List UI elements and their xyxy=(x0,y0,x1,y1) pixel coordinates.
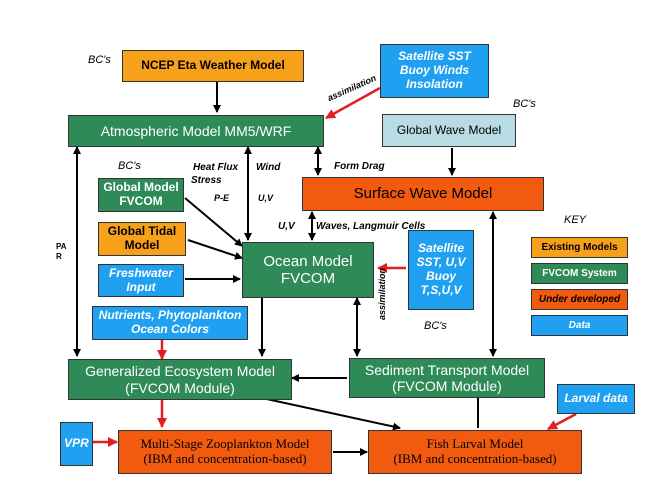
atmospheric-label: Atmospheric Model MM5/WRF xyxy=(100,122,292,139)
fish-line2: (IBM and concentration-based) xyxy=(393,451,557,466)
satellite-top-box: Satellite SST Buoy Winds Insolation xyxy=(380,44,489,98)
satellite-mid-line2: SST, U,V xyxy=(416,255,466,270)
generalized-ecosystem-model-box: Generalized Ecosystem Model (FVCOM Modul… xyxy=(68,359,292,400)
sediment-line2: (FVCOM Module) xyxy=(392,378,502,394)
ocean-line2: FVCOM xyxy=(280,270,336,287)
ocean-model-fvcom-box: Ocean Model FVCOM xyxy=(242,242,374,298)
key-existing-label: Existing Models xyxy=(541,241,618,253)
key-under-label: Under developed xyxy=(538,293,621,305)
satellite-mid-line4: T,S,U,V xyxy=(420,282,462,297)
global-model-fvcom-box: Global Model FVCOM xyxy=(98,178,184,212)
larval-data-box: Larval data xyxy=(557,384,635,414)
global-tidal-model-box: Global Tidal Model xyxy=(98,222,186,256)
key-under-developed: Under developed xyxy=(531,289,628,310)
bcs-label-satellite: BC's xyxy=(424,320,447,332)
freshwater-input-box: Freshwater Input xyxy=(98,264,184,297)
form-drag-label: Form Drag xyxy=(334,161,385,172)
arrow-assimilation-atmos xyxy=(325,86,381,120)
uv-label-wind: U,V xyxy=(258,193,274,203)
global-model-line2: FVCOM xyxy=(119,194,163,208)
satellite-mid-box: Satellite SST, U,V Buoy T,S,U,V xyxy=(408,230,474,310)
freshwater-line2: Input xyxy=(126,279,156,294)
key-fvcom-system: FVCOM System xyxy=(531,263,628,284)
sediment-transport-model-box: Sediment Transport Model (FVCOM Module) xyxy=(349,358,545,398)
surface-wave-label: Surface Wave Model xyxy=(353,185,493,203)
stress-label: Stress xyxy=(191,175,222,186)
waves-label: Waves, Langmuir Cells xyxy=(316,221,426,232)
zooplankton-line2: (IBM and concentration-based) xyxy=(143,451,307,466)
global-tidal-line1: Global Tidal xyxy=(107,224,177,239)
key-data-label: Data xyxy=(568,319,591,331)
arrow-eco-fish xyxy=(261,397,401,431)
sediment-line1: Sediment Transport Model xyxy=(364,361,530,378)
arrow-larval-fish xyxy=(547,412,577,431)
heat-flux-label: Heat Flux xyxy=(193,162,239,173)
global-tidal-line2: Model xyxy=(124,238,160,252)
ecosystem-line2: (FVCOM Module) xyxy=(125,379,235,396)
ncep-weather-model-box: NCEP Eta Weather Model xyxy=(122,50,304,82)
bcs-label-wave: BC's xyxy=(513,98,536,110)
atmospheric-model-box: Atmospheric Model MM5/WRF xyxy=(68,115,324,147)
satellite-mid-line1: Satellite xyxy=(417,241,465,256)
key-title: KEY xyxy=(564,214,587,226)
bcs-label-top: BC's xyxy=(88,54,111,66)
arrow-tidal-ocean xyxy=(187,239,243,260)
pe-label: P-E xyxy=(214,193,230,203)
vpr-label: VPR xyxy=(64,436,89,451)
key-existing-models: Existing Models xyxy=(531,237,628,258)
larval-data-label: Larval data xyxy=(564,391,628,406)
freshwater-line1: Freshwater xyxy=(108,265,174,280)
ncep-label: NCEP Eta Weather Model xyxy=(141,58,285,73)
zooplankton-line1: Multi-Stage Zooplankton Model xyxy=(140,436,310,452)
global-wave-label: Global Wave Model xyxy=(396,122,502,137)
par-label-r: R xyxy=(56,252,62,261)
nutrients-line2: Ocean Colors xyxy=(130,322,210,336)
surface-wave-model-box: Surface Wave Model xyxy=(302,177,544,211)
satellite-top-line3: Insolation xyxy=(406,76,463,91)
key-data: Data xyxy=(531,315,628,336)
ecosystem-line1: Generalized Ecosystem Model xyxy=(85,363,275,380)
uv-label-waves: U,V xyxy=(278,221,295,232)
satellite-top-line1: Satellite SST xyxy=(398,49,471,64)
nutrients-line1: Nutrients, Phytoplankton xyxy=(98,308,242,323)
ocean-line1: Ocean Model xyxy=(263,252,353,270)
bcs-label-global: BC's xyxy=(118,160,141,172)
satellite-top-line2: Buoy Winds xyxy=(399,63,470,78)
satellite-mid-line3: Buoy xyxy=(426,269,456,283)
nutrients-phytoplankton-box: Nutrients, Phytoplankton Ocean Colors xyxy=(92,306,248,340)
global-model-line1: Global Model xyxy=(103,180,179,195)
vpr-box: VPR xyxy=(60,422,93,466)
global-wave-model-box: Global Wave Model xyxy=(382,114,516,147)
key-fvcom-label: FVCOM System xyxy=(542,267,617,279)
wind-label: Wind xyxy=(256,162,281,173)
assimilation-label-mid: assimilation xyxy=(377,267,387,320)
fish-line1: Fish Larval Model xyxy=(426,436,524,452)
arrow-global-ocean xyxy=(184,197,243,247)
par-label: PA xyxy=(56,242,67,251)
fish-larval-model-box: Fish Larval Model (IBM and concentration… xyxy=(368,430,582,474)
zooplankton-model-box: Multi-Stage Zooplankton Model (IBM and c… xyxy=(118,430,332,474)
